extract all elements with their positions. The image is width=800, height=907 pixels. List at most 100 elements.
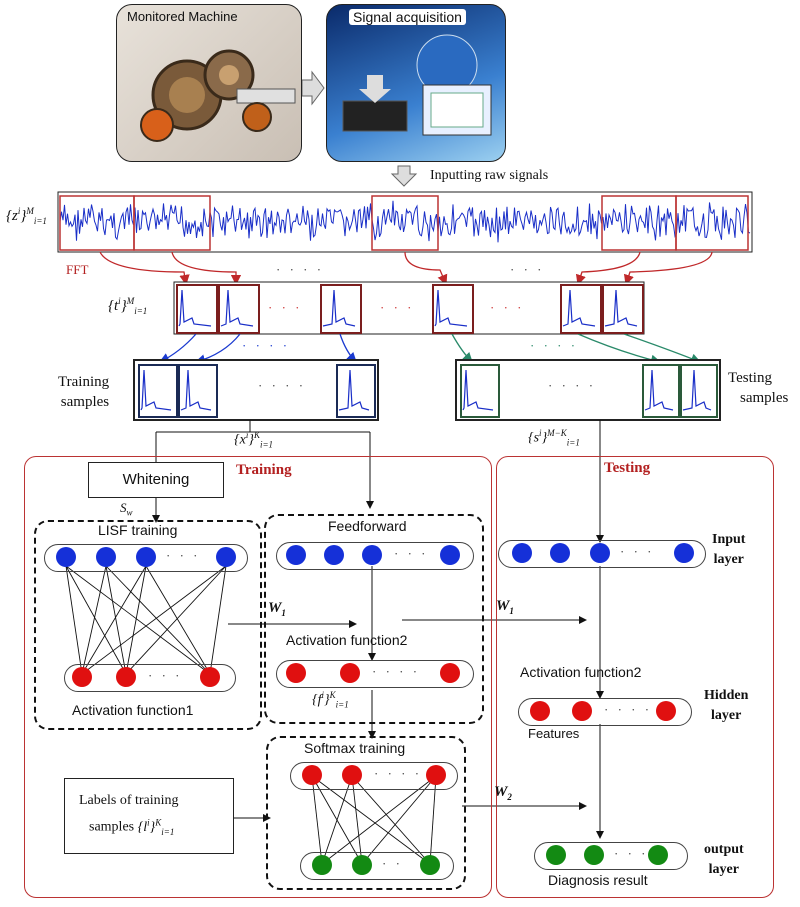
training-title: Training bbox=[236, 462, 292, 478]
testing-dots: · · · · bbox=[548, 378, 597, 393]
ff-input-dots: · · · bbox=[394, 546, 429, 561]
spectrum-peak bbox=[644, 369, 674, 411]
test-hidden-dots: · · · · bbox=[604, 702, 653, 717]
test-output-layer bbox=[534, 842, 688, 870]
activation2-label-b: Activation function2 bbox=[520, 664, 642, 680]
softmax-label: Softmax training bbox=[304, 740, 406, 756]
node bbox=[200, 667, 220, 687]
softmax-output-dots: · · bbox=[382, 856, 403, 871]
node bbox=[342, 765, 362, 785]
node bbox=[56, 547, 76, 567]
test-output-dots: · · · bbox=[614, 846, 649, 861]
softmax-box bbox=[266, 736, 466, 890]
node bbox=[420, 855, 440, 875]
acquisition-image-panel: Signal acquisition bbox=[326, 4, 506, 162]
ff-hidden-dots: · · · · bbox=[372, 664, 421, 679]
testing-frame bbox=[496, 456, 774, 898]
activation2-label-a: Activation function2 bbox=[286, 632, 408, 648]
spectrum-dots-1: · · · bbox=[268, 300, 303, 315]
node bbox=[590, 543, 610, 563]
sw-label: Sw bbox=[120, 500, 133, 518]
spectrum-dots-5: · · · · bbox=[530, 338, 579, 353]
node bbox=[116, 667, 136, 687]
acquisition-title: Signal acquisition bbox=[349, 9, 466, 25]
node bbox=[72, 667, 92, 687]
training-sample-cell bbox=[336, 364, 376, 418]
w1-label-left: W1 bbox=[268, 600, 286, 618]
node bbox=[312, 855, 332, 875]
testing-sample-cell bbox=[680, 364, 718, 418]
spectrum-peak bbox=[220, 289, 254, 327]
spectrum-peak bbox=[604, 289, 638, 327]
t-label: {ti}Mi=1 bbox=[108, 296, 148, 316]
node bbox=[286, 663, 306, 683]
node bbox=[302, 765, 322, 785]
gearbox-icon bbox=[140, 49, 296, 142]
spectrum-peak bbox=[178, 289, 212, 327]
inputting-label: Inputting raw signals bbox=[430, 168, 549, 183]
node bbox=[656, 701, 676, 721]
w1-label-right: W1 bbox=[496, 598, 514, 616]
diagnosis-label: Diagnosis result bbox=[548, 872, 648, 888]
node bbox=[340, 663, 360, 683]
lisf-training-box bbox=[34, 520, 262, 730]
node bbox=[550, 543, 570, 563]
test-hidden-layer bbox=[518, 698, 692, 726]
spectrum-peak bbox=[338, 369, 370, 411]
node bbox=[324, 545, 344, 565]
node bbox=[584, 845, 604, 865]
training-frame bbox=[24, 456, 492, 898]
node bbox=[136, 547, 156, 567]
labels-line2: samples {li}Ki=1 bbox=[89, 817, 175, 837]
machine-image-panel: Monitored Machine bbox=[116, 4, 302, 162]
lisf-label: LISF training bbox=[98, 522, 178, 538]
machine-title: Monitored Machine bbox=[127, 9, 238, 24]
feedforward-label: Feedforward bbox=[328, 518, 407, 534]
node bbox=[352, 855, 372, 875]
lisf-input-layer bbox=[44, 544, 248, 572]
node bbox=[362, 545, 382, 565]
feedforward-box bbox=[264, 514, 484, 724]
computer-icon bbox=[342, 34, 492, 136]
node bbox=[286, 545, 306, 565]
lisf-hidden-layer bbox=[64, 664, 236, 692]
labels-box: Labels of training samples {li}Ki=1 bbox=[64, 778, 234, 854]
training-dots: · · · · bbox=[258, 378, 307, 393]
node bbox=[546, 845, 566, 865]
testing-title: Testing bbox=[604, 460, 651, 476]
node bbox=[572, 701, 592, 721]
x-label: {xi}Ki=1 bbox=[234, 430, 274, 450]
lisf-input-dots: · · · bbox=[166, 548, 201, 563]
node bbox=[216, 547, 236, 567]
spectrum-peak bbox=[180, 369, 212, 411]
spectrum-peak bbox=[462, 369, 494, 411]
spectrum-peak bbox=[322, 289, 356, 327]
ff-input-layer bbox=[276, 542, 474, 570]
node bbox=[674, 543, 694, 563]
signal-dots-1: · · · · bbox=[276, 262, 325, 277]
test-input-dots: · · · bbox=[620, 544, 655, 559]
s-label: {si}M−Ki=1 bbox=[528, 428, 580, 448]
spectrum-dots-4: · · · · bbox=[242, 338, 291, 353]
node bbox=[530, 701, 550, 721]
spectrum-dots-3: · · · bbox=[490, 300, 525, 315]
node bbox=[426, 765, 446, 785]
softmax-input-dots: · · · · bbox=[374, 766, 423, 781]
lisf-hidden-dots: · · · bbox=[148, 668, 183, 683]
fft-label: FFT bbox=[66, 262, 89, 277]
spectrum-peak bbox=[682, 369, 712, 411]
spectrum-cell bbox=[560, 284, 602, 334]
features-label: Features bbox=[528, 726, 580, 741]
test-input-layer bbox=[498, 540, 706, 568]
spectrum-peak bbox=[562, 289, 596, 327]
spectrum-peak bbox=[434, 289, 468, 327]
signal-dots-2: · · · bbox=[510, 262, 545, 277]
f-label: {fi}Ki=1 bbox=[312, 690, 349, 710]
z-label: {zi}Mi=1 bbox=[6, 206, 47, 226]
spectrum-peak bbox=[140, 369, 172, 411]
